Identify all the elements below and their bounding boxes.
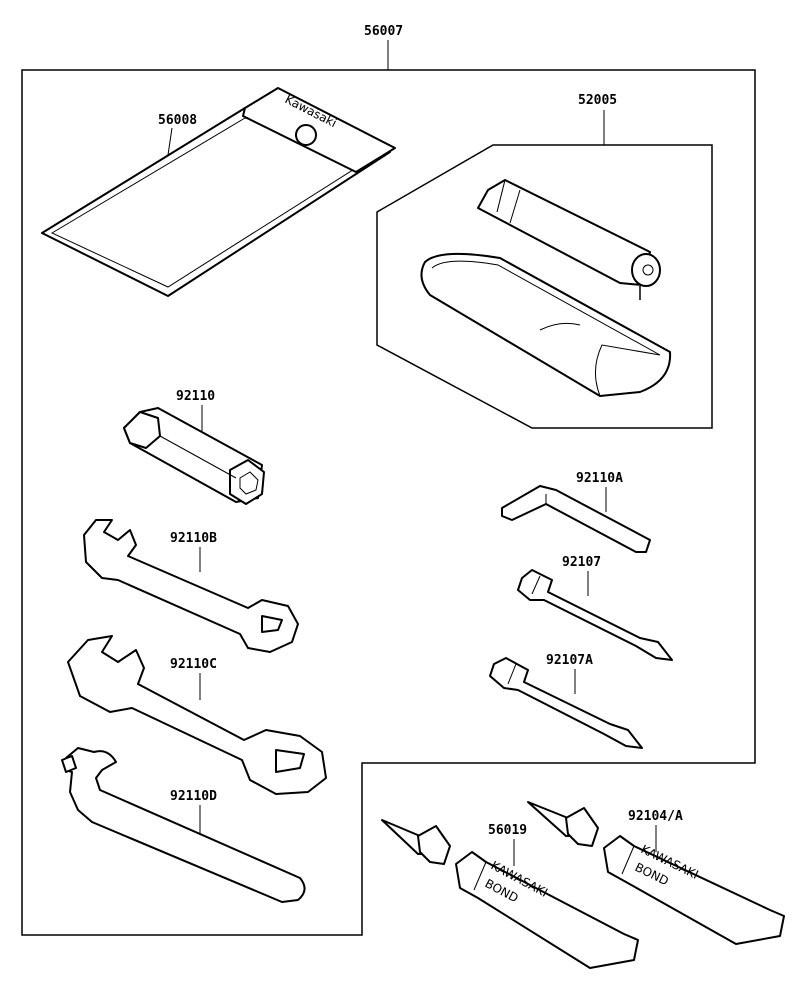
label-92104A: 92104/A xyxy=(628,809,683,824)
hook-wrench xyxy=(61,747,306,903)
wrench-92110b xyxy=(83,519,299,653)
label-92110B: 92110B xyxy=(170,531,217,546)
label-56019: 56019 xyxy=(488,823,527,838)
air-pump xyxy=(477,179,661,300)
hex-key xyxy=(501,485,651,553)
wrench-92110c xyxy=(67,635,327,795)
driver-92107a xyxy=(489,657,643,749)
assembly-frame xyxy=(21,69,756,936)
label-92110D: 92110D xyxy=(170,789,217,804)
label-52005: 52005 xyxy=(578,93,617,108)
pump-bag xyxy=(420,252,672,397)
bond-tube-92104a: KAWASAKI BOND xyxy=(527,801,785,945)
bond-tube-56019: KAWASAKI BOND xyxy=(381,819,639,969)
driver-92107 xyxy=(517,569,673,661)
label-92107A: 92107A xyxy=(546,653,593,668)
label-92107: 92107 xyxy=(562,555,601,570)
pump-kit-frame xyxy=(376,144,713,429)
label-92110A: 92110A xyxy=(576,471,623,486)
label-56008: 56008 xyxy=(158,113,197,128)
leader-56008 xyxy=(167,127,173,156)
plug-wrench xyxy=(123,407,265,505)
label-92110: 92110 xyxy=(176,389,215,404)
pouch-snap-icon xyxy=(295,124,317,146)
tool-pouch: Kawasaki xyxy=(41,87,396,297)
label-56007: 56007 xyxy=(364,24,403,39)
label-92110C: 92110C xyxy=(170,657,217,672)
